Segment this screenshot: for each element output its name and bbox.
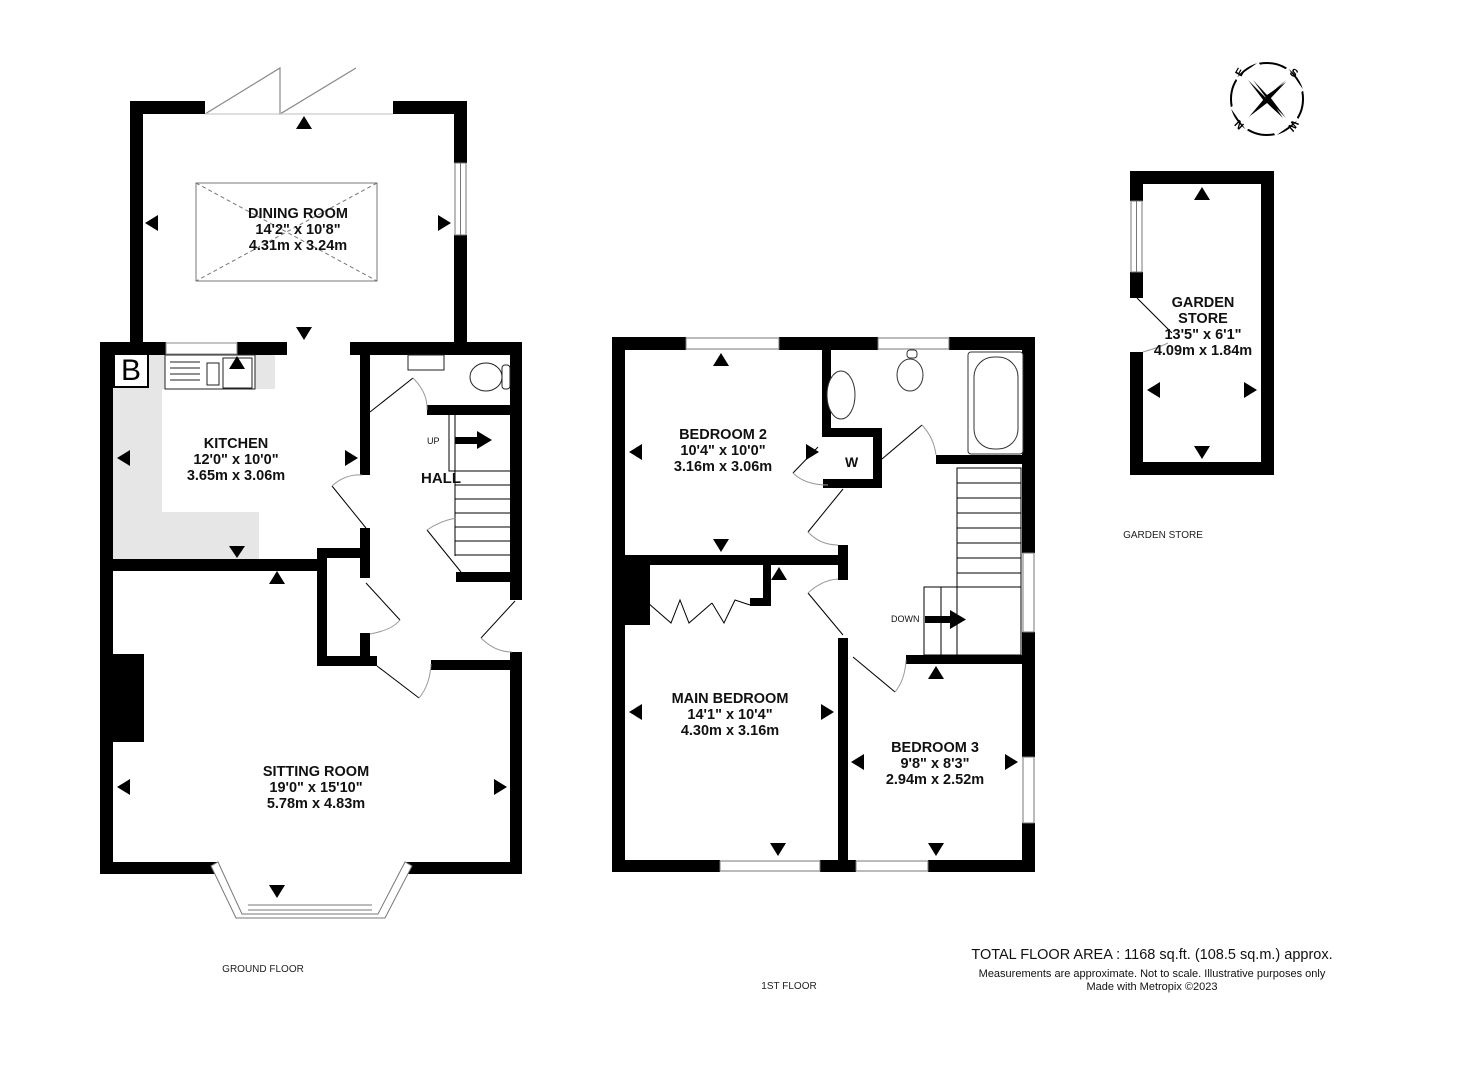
bathroom-fixtures xyxy=(826,349,1024,455)
toilet-icon xyxy=(469,362,511,392)
room-name: MAIN BEDROOM xyxy=(671,691,789,707)
credit: Made with Metropix ©2023 xyxy=(1086,981,1218,993)
stairs-up-label: UP xyxy=(427,436,440,446)
room-label-garden-store: GARDEN STORE 13'5" x 6'1" 4.09m x 1.84m xyxy=(1154,295,1252,359)
kitchen-sink-icon xyxy=(164,354,256,390)
stairs-arrow-icon xyxy=(455,431,492,449)
interior-walls xyxy=(100,342,522,874)
room-dimensions-imperial: 12'0" x 10'0" xyxy=(193,452,279,468)
boiler-badge: B xyxy=(113,353,149,388)
stairs-down-label: DOWN xyxy=(891,614,920,624)
window xyxy=(1130,200,1143,273)
room-dimensions-metric: 4.30m x 3.16m xyxy=(680,723,780,739)
room-dimensions-imperial: 13'5" x 6'1" xyxy=(1164,327,1242,343)
footer: TOTAL FLOOR AREA : 1168 sq.ft. (108.5 sq… xyxy=(971,947,1332,994)
room-label-bedroom-3: BEDROOM 3 9'8" x 8'3" 2.94m x 2.52m xyxy=(886,740,984,788)
total-floor-area: TOTAL FLOOR AREA : 1168 sq.ft. (108.5 sq… xyxy=(971,947,1333,963)
stairs-arrow-icon xyxy=(925,610,966,629)
room-name: KITCHEN xyxy=(203,436,269,452)
room-dimensions-imperial: 19'0" x 15'10" xyxy=(269,780,363,796)
room-name: DINING ROOM xyxy=(248,206,348,222)
room-dimensions-metric: 5.78m x 4.83m xyxy=(266,796,366,812)
door-swing xyxy=(1136,297,1173,353)
window xyxy=(454,162,467,236)
room-dimensions-imperial: 10'4" x 10'0" xyxy=(680,443,766,459)
room-name: BEDROOM 3 xyxy=(891,740,979,756)
room-dimensions-imperial: 9'8" x 8'3" xyxy=(900,756,970,772)
room-dimensions-metric: 4.09m x 1.84m xyxy=(1153,343,1253,359)
dining-room-walls xyxy=(130,101,467,346)
wardrobe-label: W xyxy=(845,454,859,470)
first-floor-plan xyxy=(612,337,1035,872)
compass-rose-icon: E S N W xyxy=(1230,62,1304,136)
windows xyxy=(685,337,1035,872)
door-swings xyxy=(331,377,516,699)
room-name: SITTING ROOM xyxy=(262,764,370,780)
room-dimensions-imperial: 14'1" x 10'4" xyxy=(687,707,773,723)
cloakroom-basin-icon xyxy=(407,354,445,371)
room-dimensions-metric: 3.65m x 3.06m xyxy=(186,468,286,484)
door-swings xyxy=(647,424,937,693)
bifold-door xyxy=(204,66,393,116)
room-label-hall: HALL xyxy=(421,470,461,487)
room-dimensions-imperial: 14'2" x 10'8" xyxy=(255,222,341,238)
dimension-arrows xyxy=(117,116,1257,898)
staircase xyxy=(923,467,1022,656)
toilet-icon xyxy=(896,358,924,392)
disclaimer: Measurements are approximate. Not to sca… xyxy=(978,968,1326,980)
room-dimensions-metric: 4.31m x 3.24m xyxy=(248,238,348,254)
floor-label-garden-store: GARDEN STORE xyxy=(1123,530,1203,541)
bay-window xyxy=(210,861,413,919)
floor-label-ground: GROUND FLOOR xyxy=(222,964,304,975)
room-label-main-bedroom: MAIN BEDROOM 14'1" x 10'4" 4.30m x 3.16m xyxy=(672,691,789,739)
basin-icon xyxy=(826,370,856,420)
room-dimensions-metric: 2.94m x 2.52m xyxy=(885,772,985,788)
ground-floor-plan xyxy=(100,66,522,919)
room-dimensions-metric: 3.16m x 3.06m xyxy=(673,459,773,475)
staircase xyxy=(448,412,511,556)
garden-store-plan xyxy=(1130,171,1274,475)
room-label-sitting-room: SITTING ROOM 19'0" x 15'10" 5.78m x 4.83… xyxy=(263,764,369,812)
window xyxy=(165,342,238,355)
floor-label-first: 1ST FLOOR xyxy=(761,981,817,992)
skylight xyxy=(195,182,378,282)
room-name-line2: STORE xyxy=(1178,311,1228,327)
room-name: BEDROOM 2 xyxy=(679,427,767,443)
room-label-dining-room: DINING ROOM 14'2" x 10'8" 4.31m x 3.24m xyxy=(248,206,348,254)
room-label-bedroom-2: BEDROOM 2 10'4" x 10'0" 3.16m x 3.06m xyxy=(674,427,772,475)
room-name-line1: GARDEN xyxy=(1171,295,1235,311)
room-label-kitchen: KITCHEN 12'0" x 10'0" 3.65m x 3.06m xyxy=(187,436,285,484)
